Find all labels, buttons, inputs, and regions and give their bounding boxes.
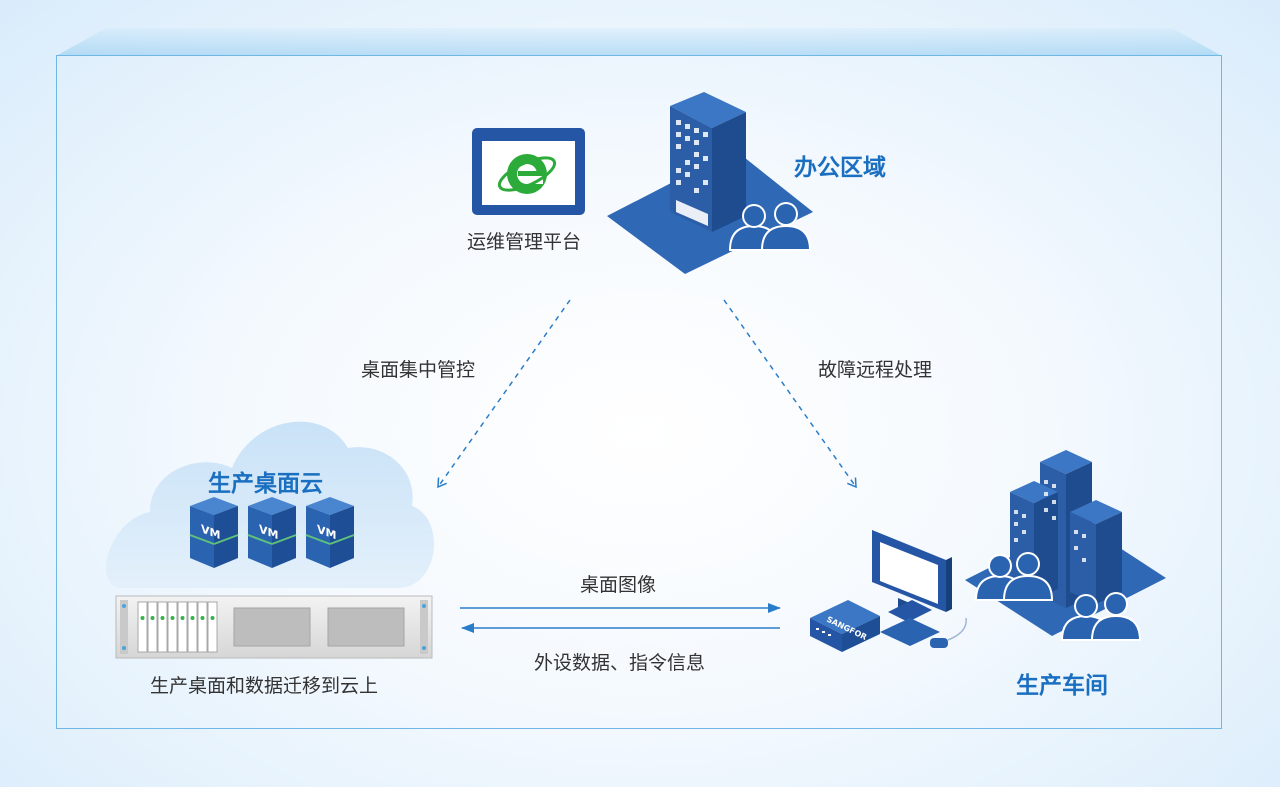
workshop-label: 生产车间 <box>1016 673 1108 699</box>
desktop-cloud-label: 生产桌面云 <box>208 471 323 497</box>
workshop-people-icon <box>974 552 1142 641</box>
frame-top-bevel <box>56 28 1222 56</box>
edge-label-centralized-control: 桌面集中管控 <box>361 359 476 381</box>
vm-cube-icon: VM <box>189 497 239 568</box>
arrow-office-to-workshop <box>723 299 857 489</box>
office-building-icon <box>607 92 813 274</box>
edge-label-desktop-image: 桌面图像 <box>580 574 657 596</box>
rack-server-icon <box>115 595 433 659</box>
ops-platform-label: 运维管理平台 <box>467 231 582 253</box>
ie-logo-icon <box>497 154 557 194</box>
edge-label-remote-fault: 故障远程处理 <box>818 359 933 381</box>
migration-label: 生产桌面和数据迁移到云上 <box>150 675 379 697</box>
sangfor-thin-client-icon: SANGFOR <box>810 600 880 652</box>
ops-platform-monitor-icon <box>472 128 585 215</box>
vm-cube-icon: VM <box>247 497 297 568</box>
office-area-label: 办公区域 <box>794 155 886 181</box>
workshop-buildings-icon <box>965 450 1166 636</box>
edge-label-peripheral-data: 外设数据、指令信息 <box>534 652 706 674</box>
office-people-icon <box>728 202 812 251</box>
diagram-frame <box>56 55 1222 729</box>
workstation-monitor-icon <box>872 530 967 648</box>
arrow-ops-to-cloud <box>437 299 571 489</box>
vm-cube-icon: VM <box>305 497 355 568</box>
